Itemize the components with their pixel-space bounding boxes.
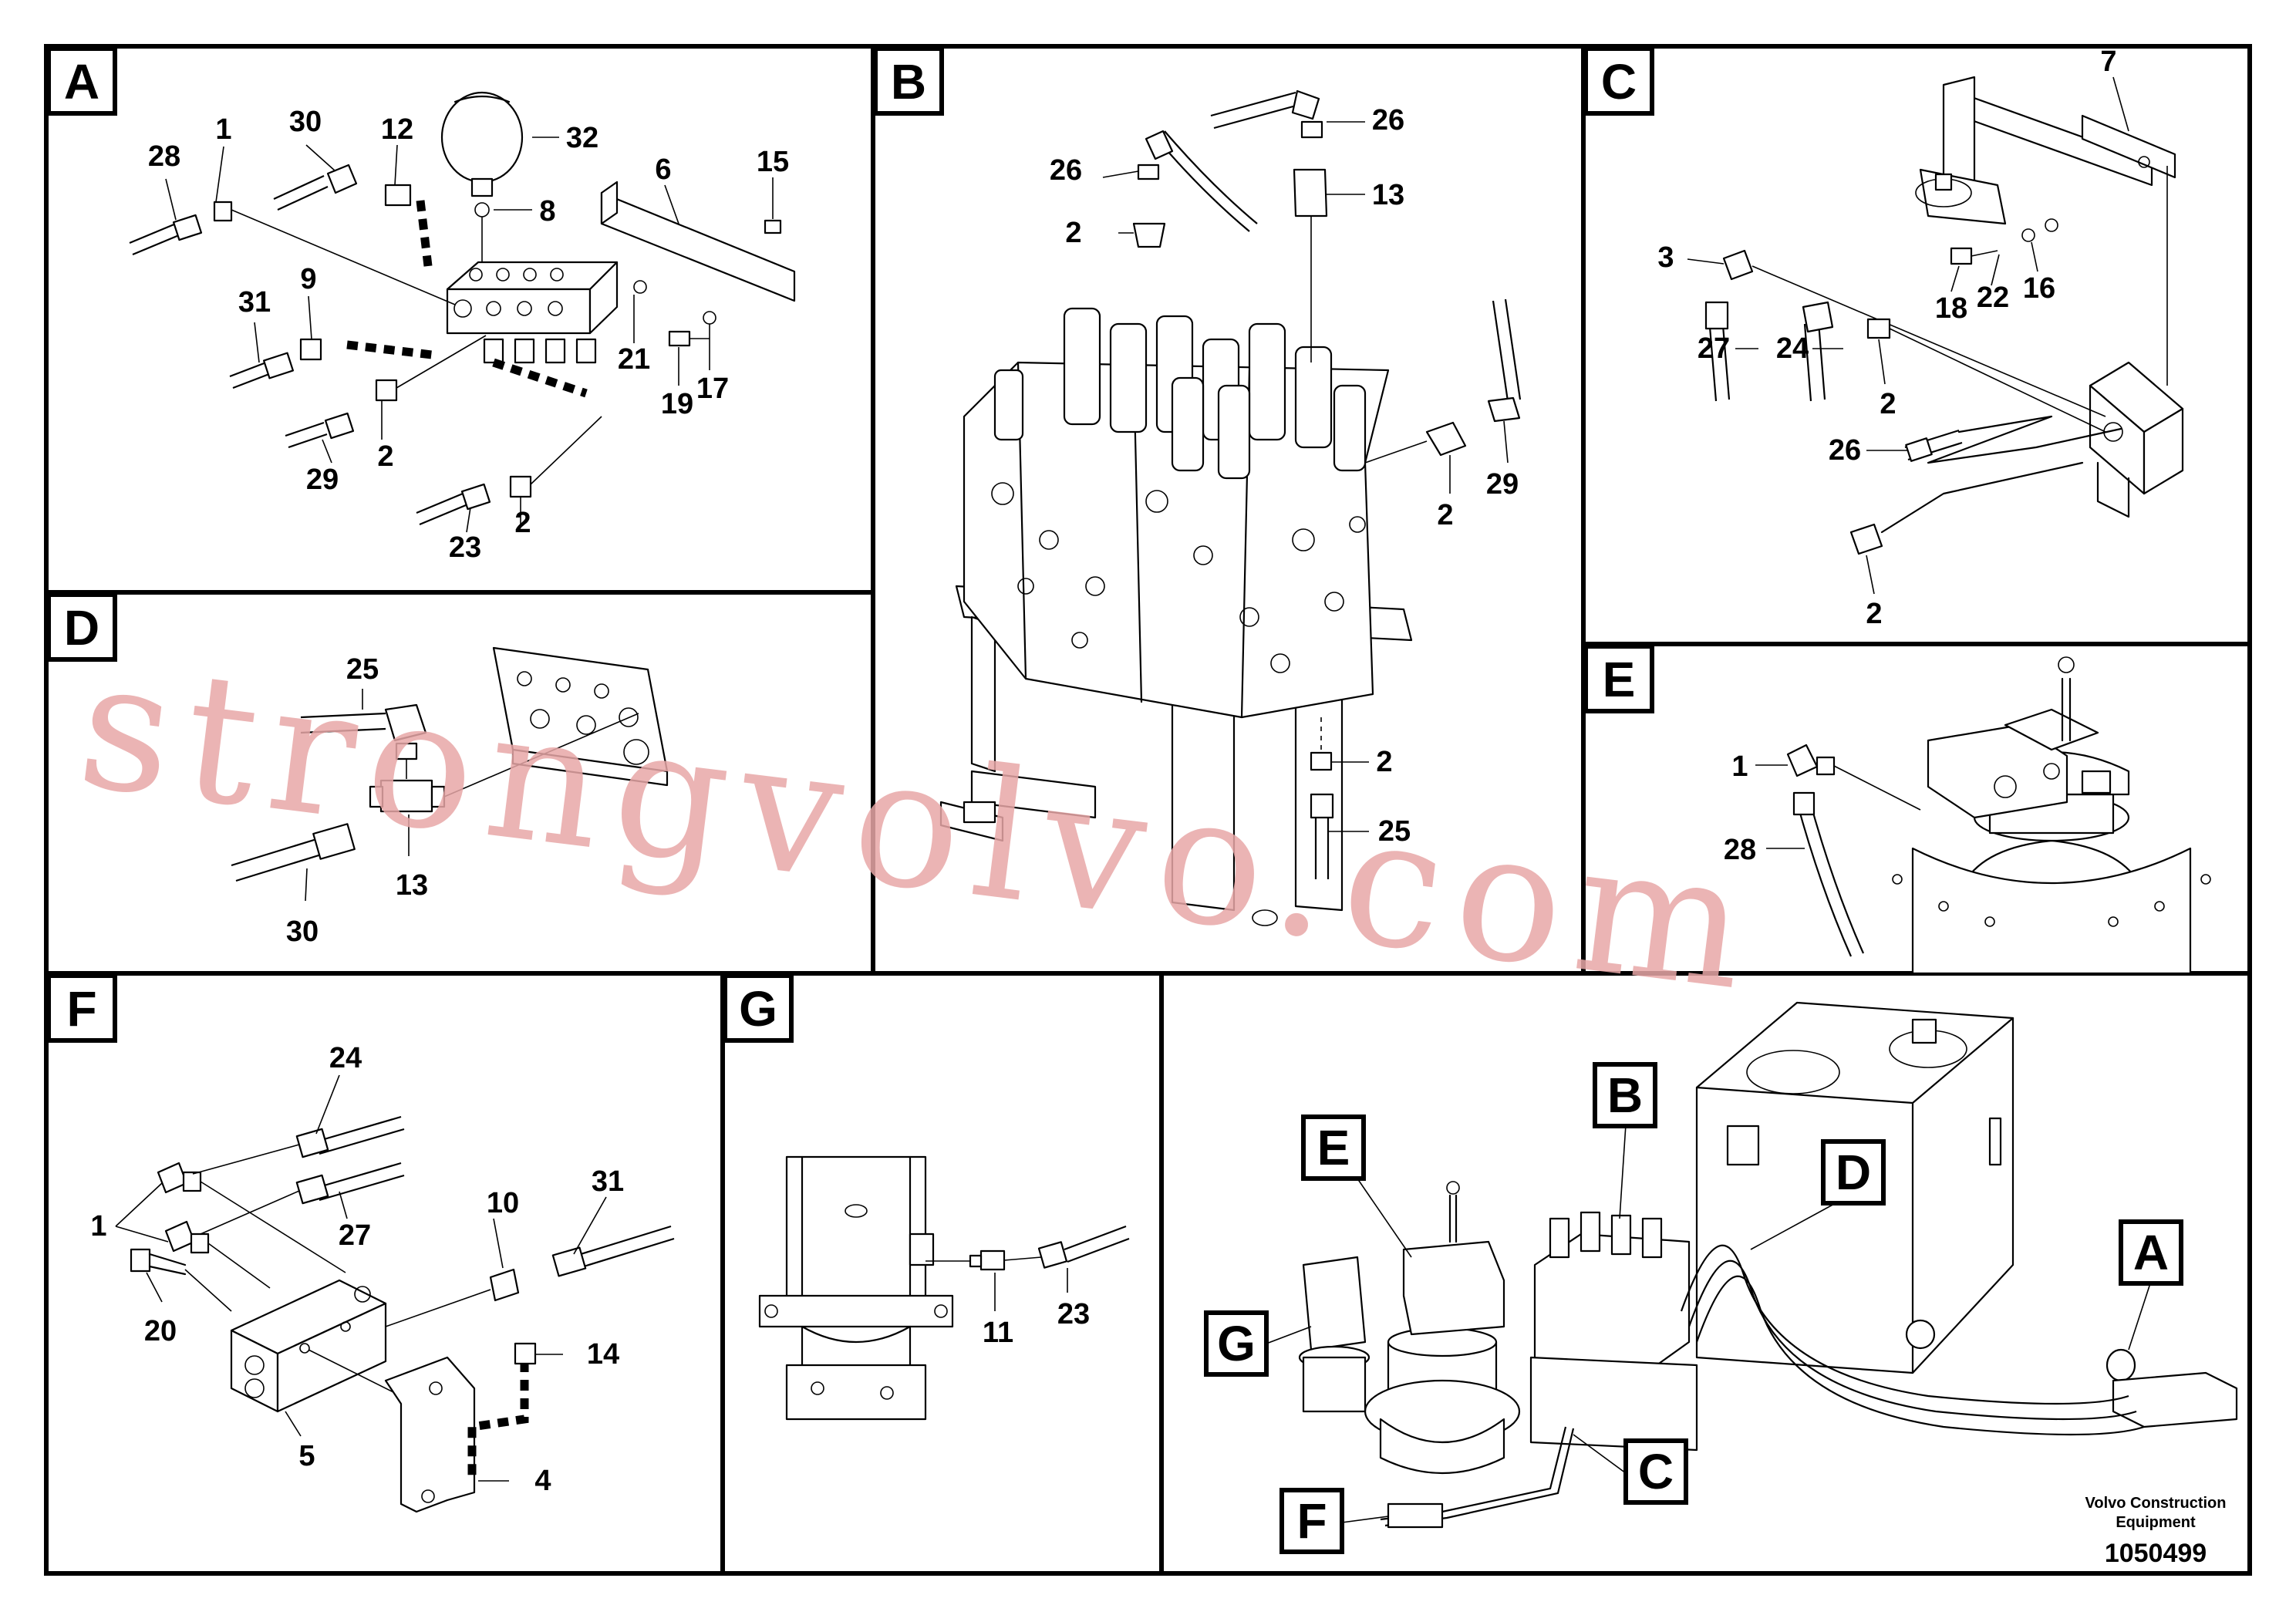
callout-f-14: 14 xyxy=(587,1338,619,1371)
callout-a-31: 31 xyxy=(238,286,271,319)
callout-a-21: 21 xyxy=(618,343,650,376)
callout-c-24: 24 xyxy=(1776,332,1809,365)
panel-b: B xyxy=(873,46,1522,926)
callout-f-4: 4 xyxy=(534,1465,551,1497)
callout-c-3: 3 xyxy=(1657,241,1674,274)
callout-a-15: 15 xyxy=(757,146,789,178)
panel-g-label: G xyxy=(739,981,777,1037)
callout-g-11: 11 xyxy=(983,1317,1013,1349)
overview-label-d: D xyxy=(1836,1145,1871,1200)
overview-label-c: C xyxy=(1638,1444,1674,1499)
callout-a-28: 28 xyxy=(148,140,180,173)
panel-a-label: A xyxy=(64,54,99,110)
callout-b-29: 29 xyxy=(1486,468,1519,501)
callout-a-29: 29 xyxy=(306,464,339,496)
callout-e-1: 1 xyxy=(1731,750,1748,783)
callout-b-2-bottom: 2 xyxy=(1376,746,1392,778)
brand-line-1: Volvo Construction xyxy=(2085,1495,2227,1512)
callout-a-2-upper: 2 xyxy=(377,440,393,473)
panel-c-label: C xyxy=(1601,54,1637,110)
overview-label-g: G xyxy=(1217,1316,1256,1371)
panel-d-label: D xyxy=(64,600,99,656)
overview-label-e: E xyxy=(1317,1120,1350,1175)
callout-b-13: 13 xyxy=(1372,179,1404,211)
callout-a-8: 8 xyxy=(539,195,555,228)
callout-a-30: 30 xyxy=(289,106,322,138)
callout-a-6: 6 xyxy=(655,153,671,186)
callout-b-26-left: 26 xyxy=(1050,154,1082,187)
panel-e: E 1 28 xyxy=(1583,644,2211,975)
callout-f-1: 1 xyxy=(90,1210,106,1243)
panel-frames xyxy=(44,44,2252,1576)
callout-f-31: 31 xyxy=(592,1165,624,1198)
callout-a-12: 12 xyxy=(381,113,413,146)
callout-c-16: 16 xyxy=(2023,272,2055,305)
panel-a: A xyxy=(46,46,796,564)
callout-f-20: 20 xyxy=(144,1315,177,1347)
callout-f-27: 27 xyxy=(339,1219,371,1252)
callout-d-30: 30 xyxy=(286,916,319,948)
document-number: 1050499 xyxy=(2105,1539,2207,1568)
callout-b-25: 25 xyxy=(1378,815,1411,848)
callout-f-5: 5 xyxy=(298,1440,315,1472)
callout-a-17: 17 xyxy=(696,373,729,405)
callout-a-23: 23 xyxy=(449,531,481,564)
callout-a-9: 9 xyxy=(300,263,316,295)
callout-d-25: 25 xyxy=(346,653,379,686)
brand-line-2: Equipment xyxy=(2116,1514,2196,1531)
callout-c-18: 18 xyxy=(1935,292,1967,325)
callout-c-2-lower: 2 xyxy=(1866,598,1882,630)
callout-b-26-right: 26 xyxy=(1372,104,1404,137)
overview-label-b: B xyxy=(1607,1067,1643,1123)
callout-a-19: 19 xyxy=(661,388,693,420)
callout-c-26: 26 xyxy=(1829,434,1861,467)
panel-f: F xyxy=(46,973,675,1513)
callout-a-2-lower: 2 xyxy=(514,507,531,539)
callout-a-32: 32 xyxy=(566,122,598,154)
callout-c-27: 27 xyxy=(1698,332,1730,365)
callout-b-2-mid: 2 xyxy=(1437,499,1453,531)
panel-b-label: B xyxy=(891,54,926,110)
overview-machine: E B D A G F C xyxy=(1204,1001,2238,1554)
panel-e-label: E xyxy=(1603,652,1636,707)
overview-label-a: A xyxy=(2133,1225,2169,1280)
callout-c-2-upper: 2 xyxy=(1880,388,1896,420)
callout-f-10: 10 xyxy=(487,1187,519,1219)
callout-a-1: 1 xyxy=(215,113,231,146)
panel-f-label: F xyxy=(66,981,96,1037)
panel-g: G 23 11 xyxy=(723,973,1130,1421)
panel-d: D 25 30 13 xyxy=(46,592,669,948)
callout-e-28: 28 xyxy=(1724,834,1756,866)
watermark: strongvolvo.com xyxy=(69,622,1770,1032)
callout-c-22: 22 xyxy=(1977,282,2009,314)
panel-c: C xyxy=(1583,46,2184,630)
callout-f-24: 24 xyxy=(329,1042,362,1074)
callout-b-2-top: 2 xyxy=(1065,217,1081,249)
overview-label-f: F xyxy=(1296,1493,1327,1549)
footer-info: Volvo Construction Equipment 1050499 xyxy=(2085,1495,2227,1568)
callout-g-23: 23 xyxy=(1057,1298,1090,1330)
callout-c-7: 7 xyxy=(2100,46,2116,78)
callout-d-13: 13 xyxy=(396,869,428,902)
